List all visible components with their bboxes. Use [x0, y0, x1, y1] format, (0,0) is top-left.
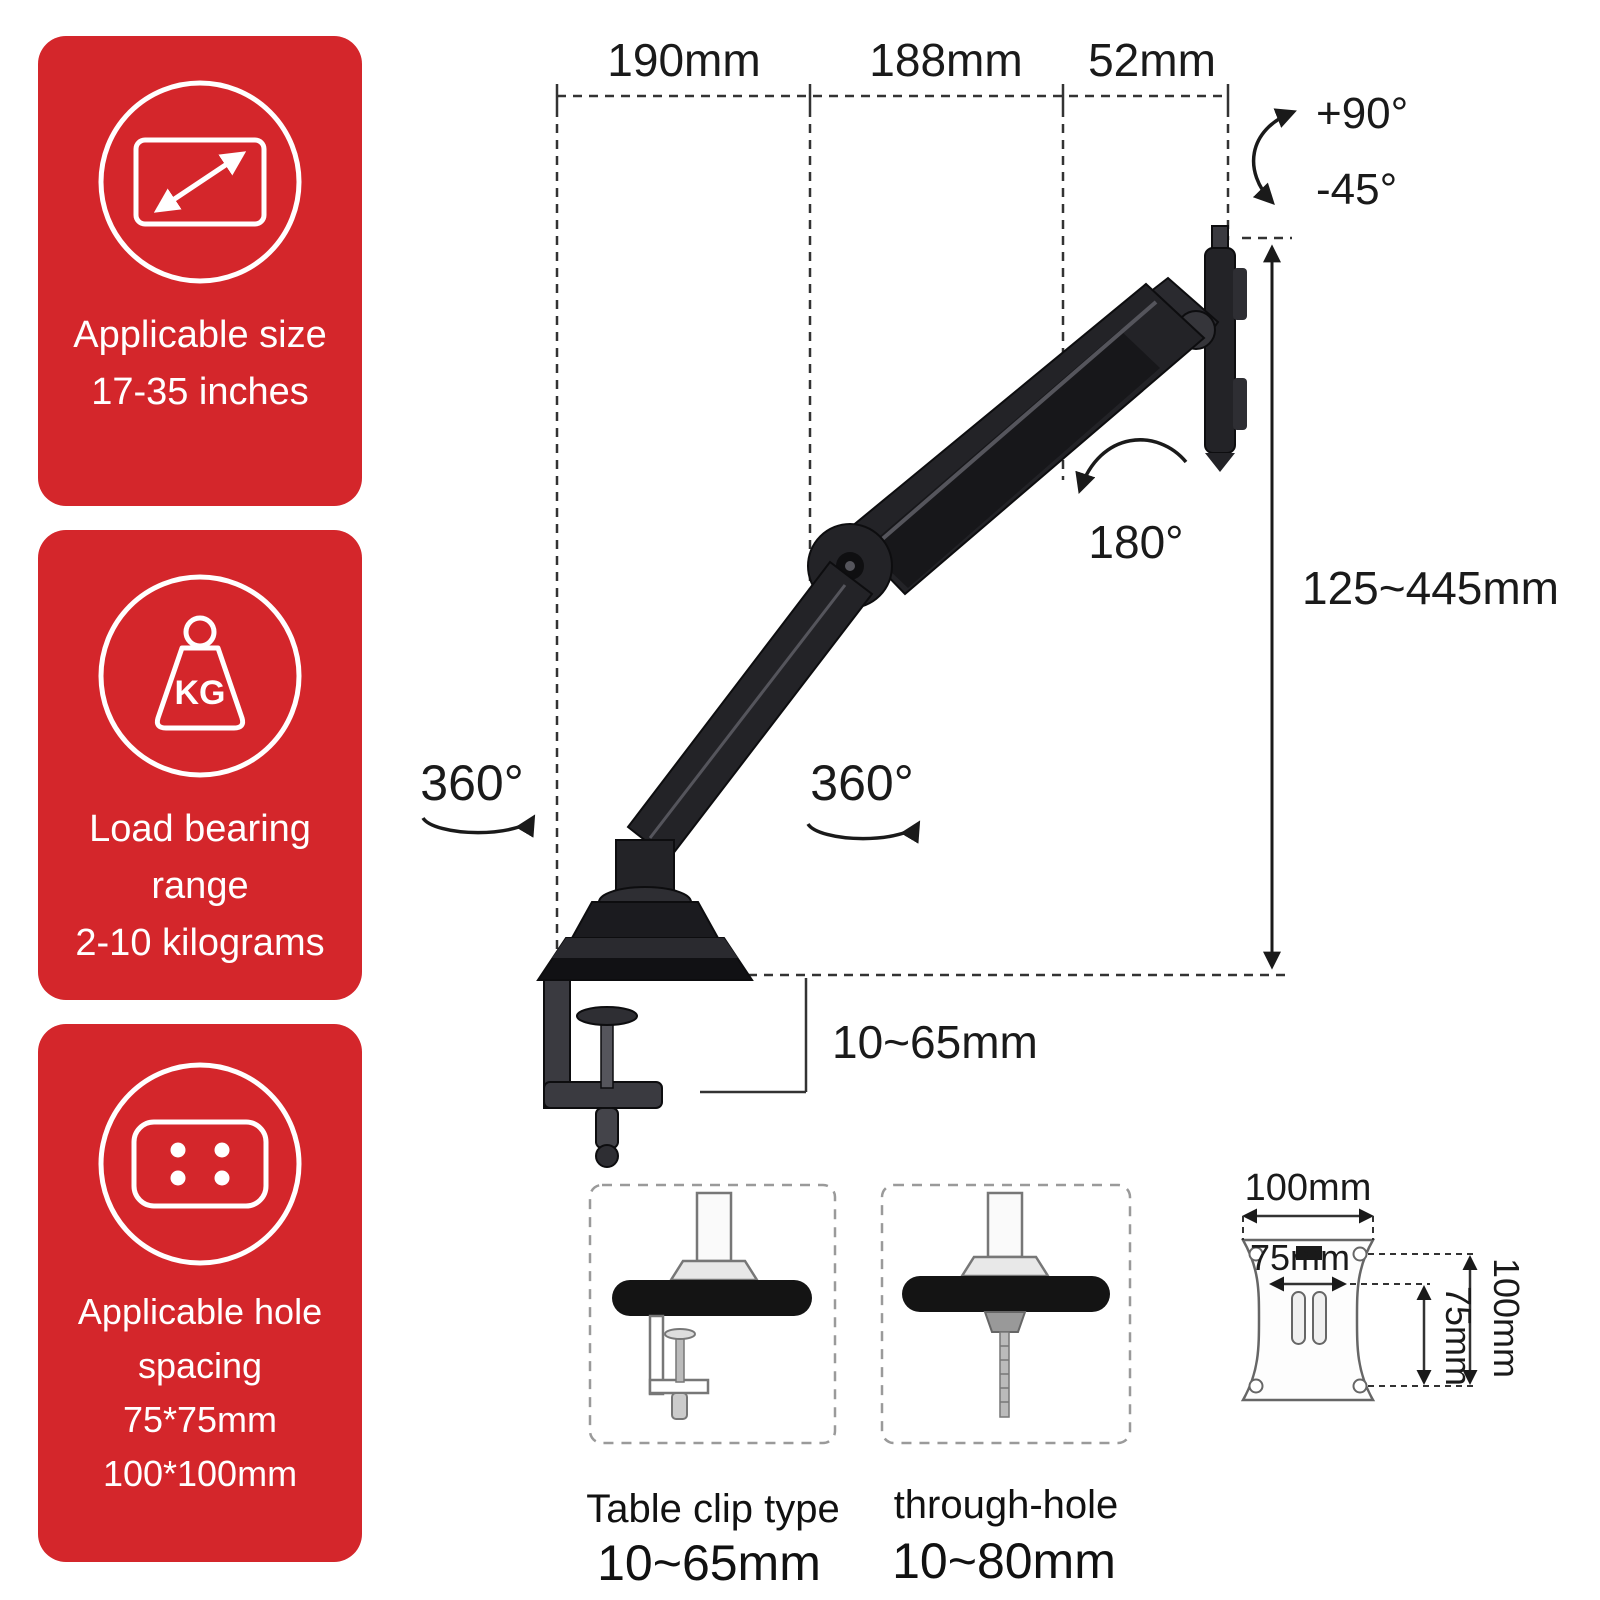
desk-thickness-dimension: 10~65mm: [700, 978, 1038, 1094]
dim-190mm: 190mm: [607, 34, 760, 86]
card-line: Applicable size: [73, 314, 327, 356]
dim-52mm: 52mm: [1088, 34, 1216, 86]
card-line: spacing: [137, 1345, 263, 1386]
vesa-clip: [1296, 1246, 1322, 1260]
through-hole-label: through-hole: [894, 1483, 1119, 1527]
through-hole-inset: through-hole 10~80mm: [880, 1183, 1132, 1589]
desk-clamp-base: [536, 901, 754, 1168]
lower-arm: [598, 560, 874, 918]
tilt-up-label: +90°: [1316, 89, 1408, 138]
card-line: 100*100mm: [102, 1453, 298, 1494]
table-clip-label: Table clip type: [586, 1487, 839, 1531]
vesa-holes-icon: [94, 1058, 306, 1275]
card-line: Load bearing range: [89, 808, 311, 907]
feature-card-load-bearing: KG Load bearing range 2-10 kilograms: [38, 530, 362, 1000]
vesa-75mm-height: 75mm: [1438, 1286, 1479, 1386]
vesa-plate-detail: 100mm 75mm 75mm 100mm: [1240, 1167, 1527, 1402]
tilt-annotation: +90° -45°: [1251, 89, 1408, 214]
feature-card-screen-size: Applicable size 17-35 inches: [38, 36, 362, 506]
height-dimension: 125~445mm: [700, 236, 1559, 977]
desk-thickness-label: 10~65mm: [832, 1016, 1038, 1068]
tilt-down-label: -45°: [1316, 165, 1397, 214]
height-range-label: 125~445mm: [1302, 562, 1559, 614]
feature-card-text: Applicable hole spacing 75*75mm 100*100m…: [78, 1285, 322, 1501]
card-line: 17-35 inches: [91, 371, 309, 413]
base-swivel-annotation: 360°: [420, 755, 536, 838]
upper-arm: [843, 282, 1206, 596]
card-line: 75*75mm: [122, 1399, 278, 1440]
swivel-right-label: 360°: [810, 755, 913, 811]
feature-card-text: Load bearing range 2-10 kilograms: [38, 801, 362, 972]
head-swivel-annotation: 180°: [1075, 438, 1188, 568]
card-line: 2-10 kilograms: [75, 922, 325, 964]
vesa-100mm-height: 100mm: [1486, 1258, 1527, 1378]
tilt-arc-arrow: [1251, 108, 1297, 206]
card-line: Applicable hole: [77, 1291, 323, 1332]
swivel-right-arc-arrow: [806, 820, 921, 844]
through-hole-range: 10~80mm: [892, 1533, 1116, 1589]
screen-size-icon: [94, 76, 306, 293]
feature-card-text: Applicable size 17-35 inches: [73, 307, 326, 421]
head-swivel-arc-arrow: [1075, 438, 1188, 494]
swivel-left-arc-arrow: [421, 814, 536, 838]
arm-swivel-annotation: 360°: [806, 755, 921, 844]
swivel-left-label: 360°: [420, 755, 523, 811]
monitor-arm-illustration: [536, 225, 1247, 1168]
head-swivel-label: 180°: [1088, 516, 1183, 568]
vesa-75mm-width: 75mm: [1250, 1237, 1350, 1278]
dim-188mm: 188mm: [869, 34, 1022, 86]
kg-icon-label: KG: [175, 674, 226, 712]
feature-card-hole-spacing: Applicable hole spacing 75*75mm 100*100m…: [38, 1024, 362, 1562]
weight-kg-icon: KG: [94, 570, 306, 787]
table-clip-inset: Table clip type 10~65mm: [586, 1183, 840, 1591]
vesa-100mm-width: 100mm: [1245, 1167, 1372, 1209]
table-clip-range: 10~65mm: [597, 1535, 821, 1591]
